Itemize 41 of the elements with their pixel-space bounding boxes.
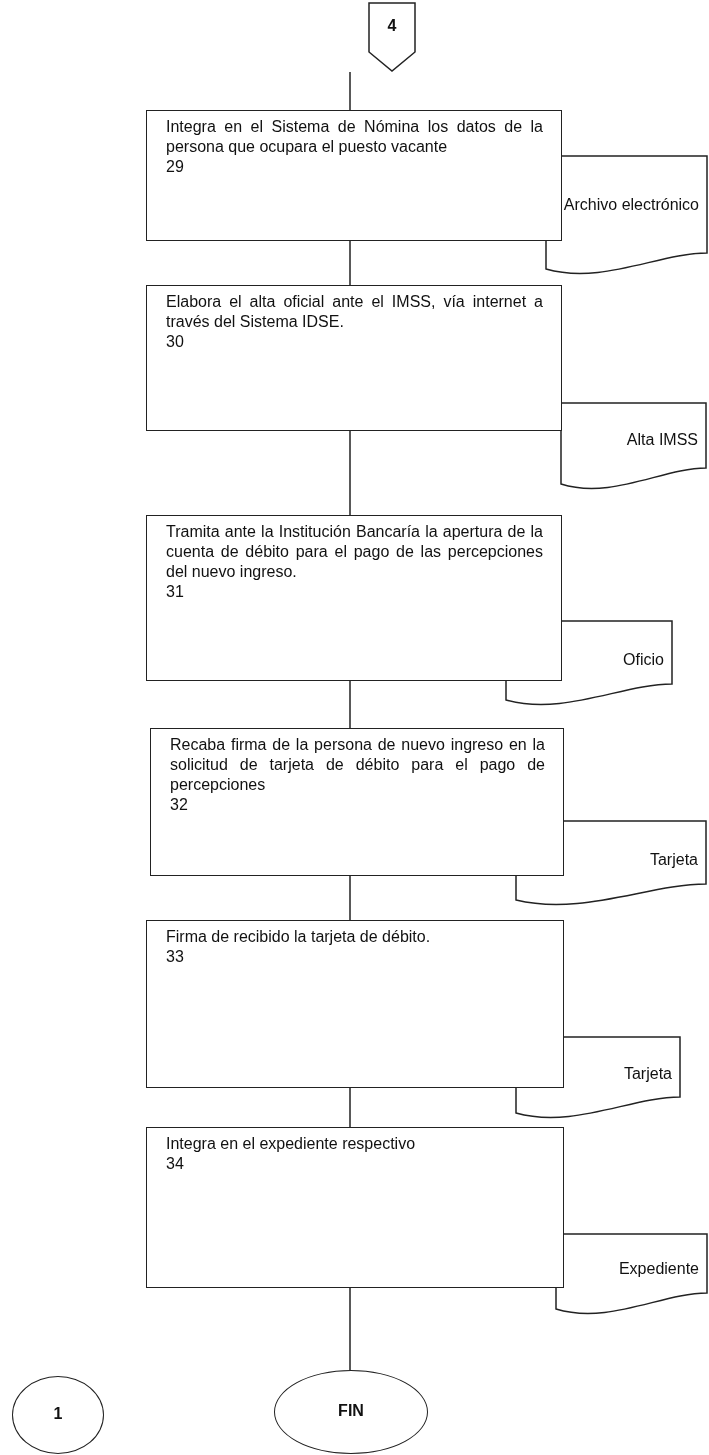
step-number: 29 (166, 157, 185, 177)
document-symbol (560, 402, 707, 492)
step-text: Tramita ante la Institución Bancaría la apertura de la cuenta de débito para el pago de las percepciones del nuevo ingreso. (166, 522, 543, 582)
off-page-connector (368, 2, 416, 72)
step-text: Recaba firma de la persona de nuevo ingreso en la solicitud de tarjeta de débito para el pago de percepciones (170, 735, 545, 795)
process-box (146, 110, 562, 241)
document-label: Tarjeta (623, 1064, 672, 1084)
process-box (146, 285, 562, 431)
step-number: 30 (166, 332, 185, 352)
connector-label: 4 (386, 16, 398, 36)
connector-line (349, 430, 351, 516)
step-number: 32 (170, 795, 189, 815)
document-label: Tarjeta (649, 850, 698, 870)
terminator-label: 1 (52, 1404, 64, 1424)
process-box (146, 515, 562, 681)
step-number: 34 (166, 1154, 185, 1174)
document-symbol (555, 1233, 708, 1317)
connector-line (349, 71, 351, 111)
step-number: 31 (166, 582, 185, 602)
document-label: Archivo electrónico (563, 195, 699, 215)
document-symbol (545, 155, 708, 277)
step-text: Integra en el expediente respectivo (166, 1134, 417, 1154)
document-label: Expediente (618, 1259, 699, 1279)
step-text: Firma de recibido la tarjeta de débito. (166, 927, 432, 947)
step-text: Integra en el Sistema de Nómina los datos de la persona que ocupara el puesto vacante (166, 117, 543, 157)
process-box (146, 1127, 564, 1288)
document-label: Oficio (623, 650, 664, 670)
connector-line (349, 875, 351, 921)
connector-line (349, 1087, 351, 1128)
document-symbol (515, 1036, 681, 1121)
process-box (150, 728, 564, 876)
step-number: 33 (166, 947, 185, 967)
terminator-label: FIN (337, 1401, 365, 1421)
document-symbol (505, 620, 673, 708)
document-symbol (515, 820, 707, 908)
document-label: Alta IMSS (626, 430, 698, 450)
connector-line (349, 240, 351, 286)
step-text: Elabora el alta oficial ante el IMSS, vía internet a través del Sistema IDSE. (166, 292, 543, 332)
process-box (146, 920, 564, 1088)
connector-line (349, 680, 351, 729)
connector-line (349, 1287, 351, 1371)
